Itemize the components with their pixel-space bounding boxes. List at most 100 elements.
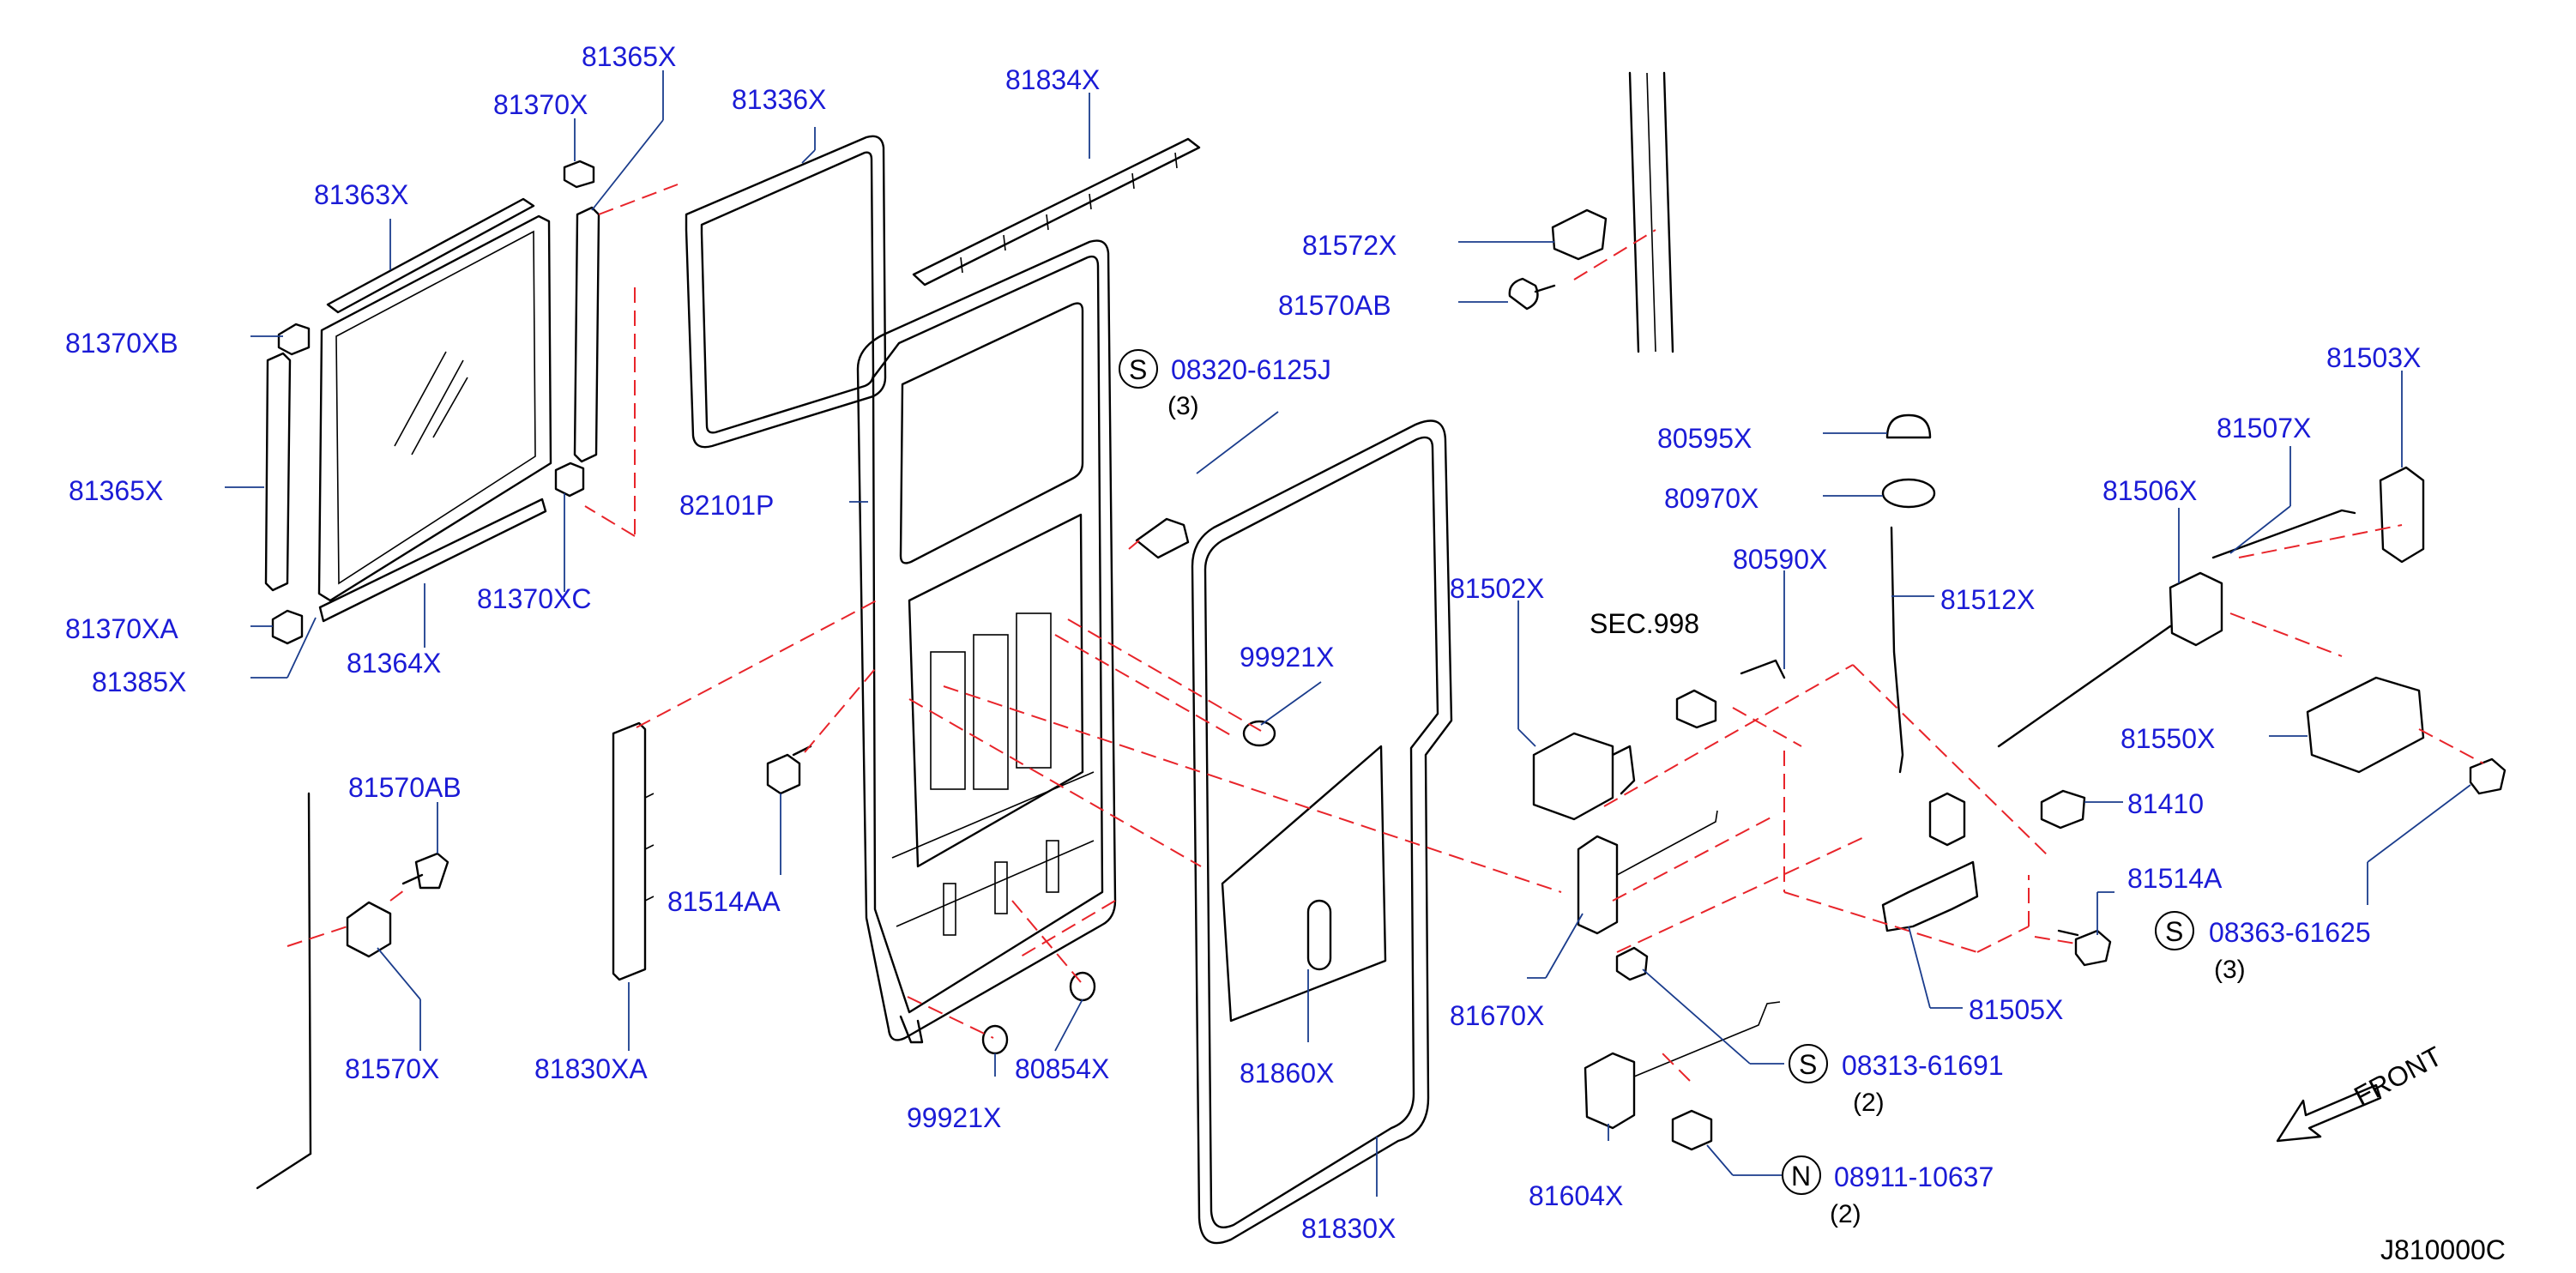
label-81570ab-top: 81570AB — [1278, 290, 1391, 321]
label-81550x: 81550X — [2121, 723, 2215, 754]
label-81830xa: 81830XA — [534, 1053, 648, 1084]
label-81506x: 81506X — [2102, 475, 2197, 506]
left-body-pillar — [256, 792, 312, 1190]
rear-door-panel — [856, 239, 1117, 1044]
inside-handle — [1577, 810, 1718, 935]
grommet-80970x — [1881, 478, 1936, 509]
label-81604x: 81604X — [1529, 1180, 1623, 1211]
drip-rail — [912, 137, 1201, 287]
qty-08911: (2) — [1830, 1200, 1861, 1228]
left-vertical-channel — [264, 352, 292, 592]
nut-08911 — [1671, 1109, 1713, 1151]
front-label: FRONT — [2349, 1041, 2446, 1113]
stopper-80595x — [1885, 413, 1932, 439]
bolt-81570ab-top — [1508, 277, 1556, 311]
label-80590x: 80590X — [1733, 544, 1827, 575]
symbol-s-08320 — [1119, 349, 1158, 389]
label-81512x: 81512X — [1940, 584, 2035, 615]
label-08911-10637: 08911-10637 — [1834, 1161, 1994, 1192]
label-80970x: 80970X — [1664, 483, 1759, 514]
label-81336x: 81336X — [732, 84, 826, 115]
label-81502x: 81502X — [1450, 573, 1544, 604]
bolt-81570ab-bottom — [401, 852, 449, 890]
hinge-81572x — [1551, 208, 1608, 261]
reference-lines — [287, 184, 2484, 1082]
label-81514aa: 81514AA — [667, 886, 781, 917]
qty-08313: (2) — [1853, 1089, 1885, 1117]
plug-99921x-right — [1242, 720, 1276, 747]
symbol-n-08911 — [1782, 1155, 1821, 1195]
label-81830x: 81830X — [1301, 1213, 1396, 1244]
rod-81507x — [2211, 509, 2356, 559]
label-81570ab-bottom: 81570AB — [348, 772, 462, 803]
trim-sheet-slot — [1306, 899, 1332, 971]
door-weatherstrip — [1191, 419, 1453, 1245]
bolt-08313 — [1615, 946, 1649, 981]
symbol-s-08363 — [2155, 911, 2194, 950]
label-81370xb: 81370XB — [65, 328, 178, 359]
label-81370x: 81370X — [493, 89, 588, 120]
corner-piece-81370x — [563, 160, 595, 189]
label-99921x-bottom: 99921X — [907, 1102, 1001, 1133]
label-81385x: 81385X — [92, 667, 186, 697]
label-08313-61691: 08313-61691 — [1842, 1050, 2004, 1081]
label-81364x: 81364X — [347, 648, 441, 679]
label-82101p: 82101P — [679, 490, 774, 521]
qty-08320: (3) — [1167, 392, 1199, 420]
section-ref-sec998: SEC.998 — [1590, 608, 1699, 639]
body-pillar — [1628, 71, 1674, 353]
window-glass-assembly — [317, 214, 552, 602]
window-seal — [685, 135, 887, 449]
label-81670x: 81670X — [1450, 1000, 1544, 1031]
latch-81550x — [2306, 676, 2425, 774]
label-81370xc: 81370XC — [477, 583, 591, 614]
plug-99921x-bottom — [981, 1024, 1009, 1055]
symbol-s-08320-letter: S — [1129, 354, 1147, 385]
latch-81503x — [2379, 466, 2425, 564]
corner-piece-81370xa — [271, 609, 304, 645]
label-81363x: 81363X — [314, 179, 408, 210]
door-trim-sheet — [1221, 745, 1387, 1023]
label-81834x: 81834X — [1005, 64, 1100, 95]
upper-window-channel — [326, 197, 535, 314]
bracket-81505x — [1881, 792, 1979, 932]
label-80595x: 80595X — [1657, 423, 1752, 454]
front-arrow-icon — [2276, 1083, 2382, 1143]
label-81503x: 81503X — [2326, 342, 2421, 373]
label-81507x: 81507X — [2217, 413, 2311, 443]
label-81370xa: 81370XA — [65, 613, 178, 644]
label-81365x-top: 81365X — [582, 41, 676, 72]
hinge-pillar — [612, 721, 655, 981]
bolt-81514aa — [766, 745, 812, 795]
label-81570x: 81570X — [345, 1053, 439, 1084]
lower-window-channel — [318, 498, 547, 623]
label-81514a: 81514A — [2127, 863, 2223, 894]
label-80854x: 80854X — [1015, 1053, 1109, 1084]
leader-lines — [225, 70, 2471, 1197]
bumper-stop — [1135, 517, 1190, 559]
symbol-s-08313 — [1789, 1044, 1828, 1083]
rod-81512x — [1890, 526, 1904, 774]
hinge-81570x — [346, 901, 392, 958]
symbol-n-08911-letter: N — [1791, 1161, 1811, 1192]
lock-81506x — [1997, 571, 2223, 748]
qty-08363: (3) — [2214, 956, 2246, 984]
label-08320-6125j: 08320-6125J — [1171, 354, 1331, 385]
label-81410: 81410 — [2127, 788, 2204, 819]
bolt-81514a — [2057, 929, 2112, 967]
bolt-08363 — [2469, 757, 2507, 795]
label-81505x: 81505X — [1969, 994, 2063, 1025]
label-81365x-left: 81365X — [69, 475, 163, 506]
diagram-code: J810000C — [2380, 1234, 2506, 1265]
label-08363-61625: 08363-61625 — [2209, 917, 2371, 948]
label-81860x: 81860X — [1240, 1058, 1334, 1089]
symbol-s-08363-letter: S — [2165, 916, 2183, 947]
bracket-80590x — [1675, 659, 1786, 729]
outside-handle — [1584, 1001, 1781, 1130]
plug-80854x — [1069, 971, 1096, 1002]
actuator-81502x — [1532, 732, 1636, 821]
right-vertical-channel — [573, 206, 600, 463]
part-81410 — [2040, 789, 2086, 830]
corner-piece-81370xc — [554, 462, 585, 498]
